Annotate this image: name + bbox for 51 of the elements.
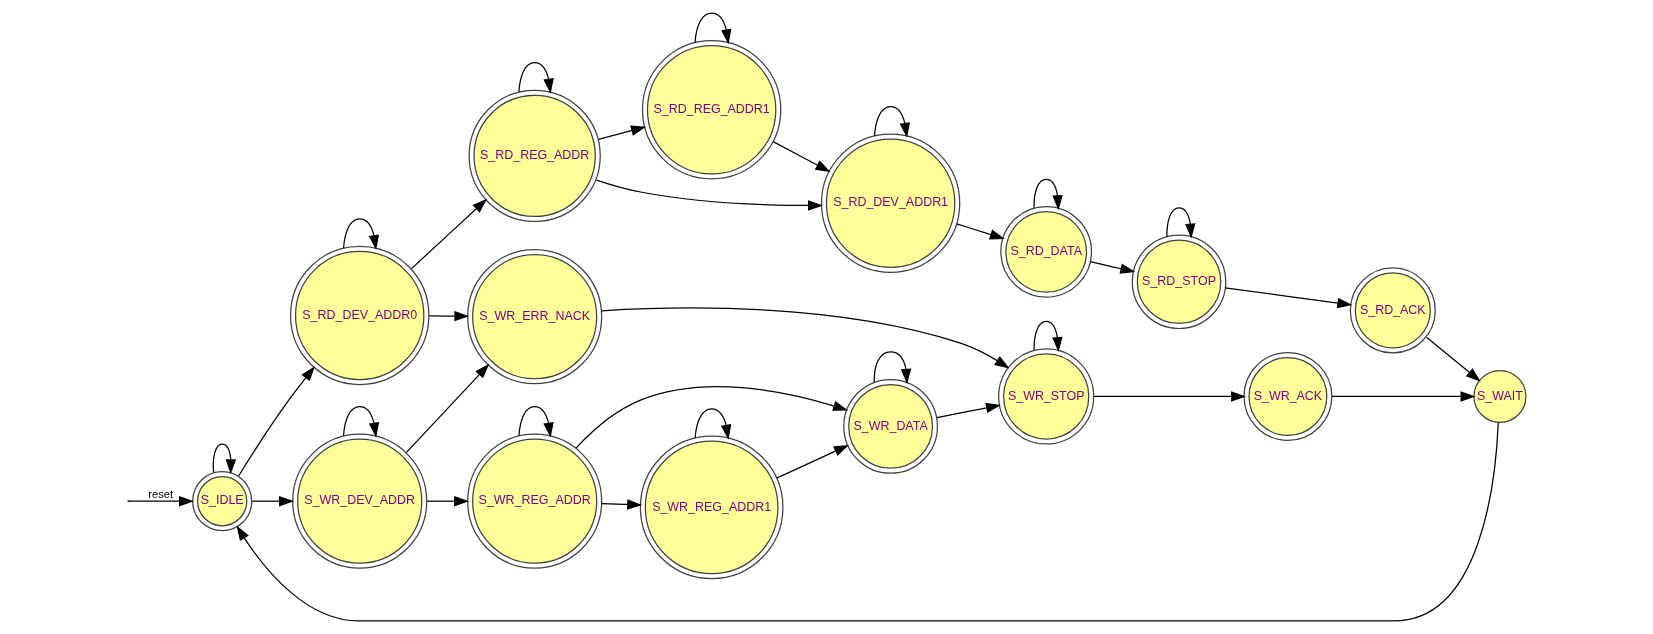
arrow bbox=[405, 363, 489, 454]
arrow bbox=[1032, 178, 1063, 211]
arrow bbox=[1223, 287, 1352, 309]
arrow bbox=[237, 366, 315, 477]
arrow bbox=[600, 307, 1010, 369]
node-circle: S_RD_STOP bbox=[1131, 234, 1226, 330]
arrow bbox=[342, 406, 379, 438]
arrow bbox=[426, 495, 469, 507]
arrow bbox=[517, 61, 554, 94]
arrow bbox=[955, 223, 1005, 240]
node-circle: S_WR_STOP bbox=[997, 348, 1094, 445]
edge-label: reset bbox=[147, 487, 173, 500]
arrow bbox=[1032, 320, 1063, 353]
arrow bbox=[595, 179, 823, 211]
arrow bbox=[212, 443, 236, 475]
node-circle: S_RD_ACK bbox=[1349, 267, 1436, 354]
node-circle: S_RD_DATA bbox=[999, 205, 1092, 298]
arrow bbox=[574, 386, 848, 449]
node-circle: S_WR_DEV_ADDR bbox=[291, 433, 427, 569]
arrow bbox=[873, 106, 910, 138]
node-circle: S_RD_REG_ADDR1 bbox=[641, 39, 781, 180]
node-circle: S_WR_DATA bbox=[842, 378, 938, 474]
node-circle: S_RD_DEV_ADDR1 bbox=[820, 133, 960, 273]
arrow bbox=[1093, 391, 1246, 402]
arrow bbox=[873, 351, 911, 384]
node-circle: S_WAIT bbox=[1472, 369, 1527, 424]
arrow bbox=[342, 218, 379, 251]
node-circle: S_RD_REG_ADDR bbox=[468, 89, 601, 223]
arrow bbox=[775, 444, 849, 479]
arrow bbox=[693, 408, 731, 440]
node-circle: S_WR_REG_ADDR1 bbox=[639, 435, 784, 580]
arrow bbox=[772, 141, 830, 172]
node-circle: S_WR_ERR_NACK bbox=[466, 249, 602, 385]
arrow bbox=[517, 406, 554, 438]
arrow bbox=[1330, 391, 1475, 402]
arrow bbox=[935, 402, 1001, 419]
arrow bbox=[236, 422, 1499, 622]
arrow bbox=[600, 499, 642, 510]
arrow bbox=[250, 495, 294, 507]
node-circle: S_IDLE bbox=[191, 471, 252, 532]
node-circle: S_RD_DEV_ADDR0 bbox=[289, 245, 429, 386]
arrow bbox=[410, 198, 487, 270]
arrow bbox=[127, 495, 194, 507]
node-circle: S_WR_ACK bbox=[1242, 351, 1332, 441]
arrow bbox=[1089, 261, 1135, 274]
arrow bbox=[693, 12, 731, 45]
arrow bbox=[1165, 207, 1196, 239]
node-circle: S_WR_REG_ADDR bbox=[466, 433, 602, 569]
arrow bbox=[428, 310, 469, 322]
arrow bbox=[597, 125, 646, 140]
arrow bbox=[1425, 336, 1481, 382]
